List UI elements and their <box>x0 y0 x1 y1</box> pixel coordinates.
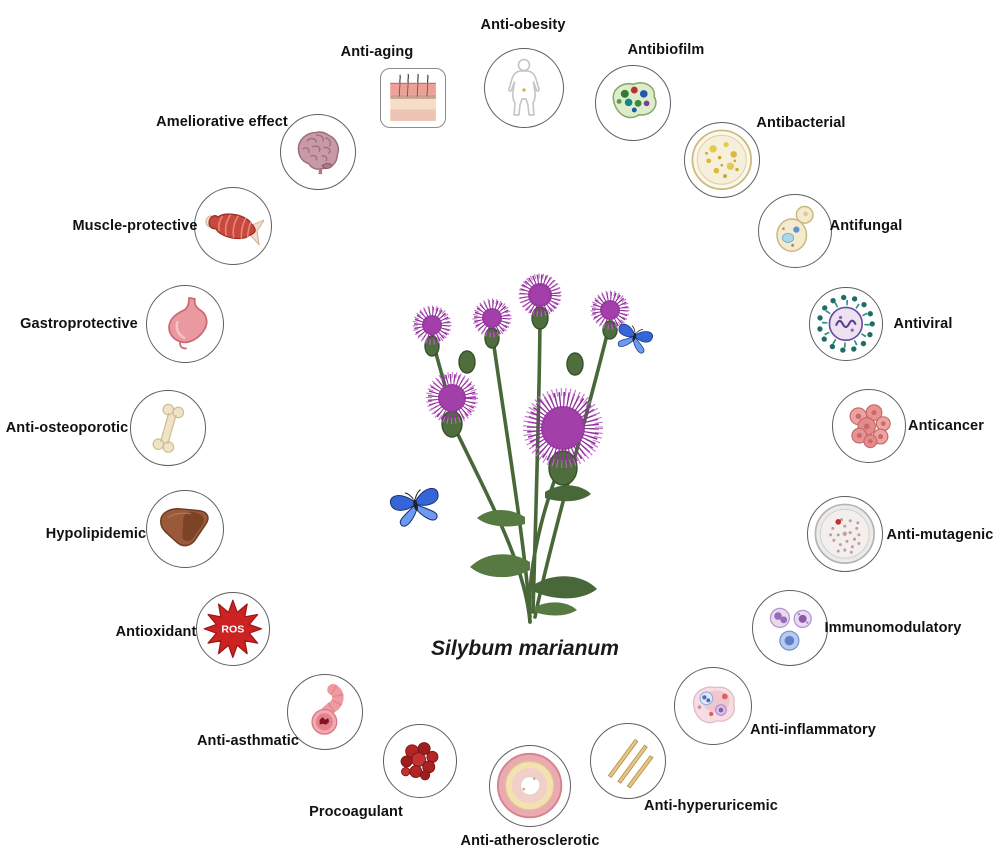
benefit-label-hypolipidemic: Hypolipidemic <box>45 526 147 542</box>
benefit-label-antibiofilm: Antibiofilm <box>627 42 705 58</box>
benefit-antioxidant: ROS <box>196 592 270 666</box>
skin-layers-icon <box>390 73 436 121</box>
benefit-antiviral <box>809 287 883 361</box>
benefit-anti-obesity <box>484 48 564 128</box>
benefit-immunomodulatory <box>752 590 828 666</box>
inflamed-tissue-icon <box>692 686 735 724</box>
ros-star-icon: ROS <box>203 599 263 659</box>
benefit-label-antioxidant: Antioxidant <box>115 624 197 640</box>
ros-text: ROS <box>222 624 245 636</box>
benefit-label-anti-mutagenic: Anti-mutagenic <box>886 527 994 543</box>
benefit-procoagulant <box>383 724 457 798</box>
plant-leaves <box>470 485 597 616</box>
benefit-antifungal <box>758 194 832 268</box>
virus-icon <box>816 294 876 354</box>
benefit-label-immunomodulatory: Immunomodulatory <box>824 620 962 636</box>
benefit-label-anti-inflammatory: Anti-inflammatory <box>750 722 876 738</box>
benefit-label-anti-obesity: Anti-obesity <box>480 17 566 33</box>
benefit-label-anti-hyperuricemic: Anti-hyperuricemic <box>644 798 778 814</box>
butterfly-icon <box>617 323 654 354</box>
page-title: Silybum marianum <box>431 637 619 660</box>
immune-cells-icon <box>769 607 812 651</box>
benefit-antibiofilm <box>595 65 671 141</box>
benefit-ameliorative-effect <box>280 114 356 190</box>
benefit-label-anti-asthmatic: Anti-asthmatic <box>196 733 300 749</box>
bone-icon <box>152 403 184 453</box>
benefit-anti-inflammatory <box>674 667 752 745</box>
benefit-gastroprotective <box>146 285 224 363</box>
benefit-anti-atherosclerotic <box>489 745 571 827</box>
benefit-muscle-protective <box>194 187 272 265</box>
benefit-label-procoagulant: Procoagulant <box>309 804 403 820</box>
cancer-cells-icon <box>849 404 892 449</box>
biofilm-icon <box>612 81 657 118</box>
benefit-label-anti-osteoporotic: Anti-osteoporotic <box>5 420 129 436</box>
blood-clot-icon <box>401 742 439 781</box>
benefit-label-antibacterial: Antibacterial <box>756 115 846 131</box>
benefit-anti-hyperuricemic <box>590 723 666 799</box>
benefit-label-ameliorative-effect: Ameliorative effect <box>156 114 288 130</box>
benefit-anti-aging <box>380 68 446 128</box>
petri-dish-bacteria-icon <box>691 129 753 191</box>
benefit-label-anticancer: Anticancer <box>908 418 984 434</box>
milk-thistle-illustration <box>389 273 654 624</box>
benefit-label-muscle-protective: Muscle-protective <box>72 218 198 234</box>
benefit-antibacterial <box>684 122 760 198</box>
benefit-anti-asthmatic <box>287 674 363 750</box>
benefit-label-anti-aging: Anti-aging <box>340 44 414 60</box>
benefit-anti-osteoporotic <box>130 390 206 466</box>
benefit-label-antifungal: Antifungal <box>829 218 903 234</box>
benefit-label-anti-atherosclerotic: Anti-atherosclerotic <box>460 833 600 849</box>
brain-icon <box>297 131 339 174</box>
benefit-anti-mutagenic <box>807 496 883 572</box>
artery-cross-section-icon <box>497 753 563 819</box>
benefit-hypolipidemic <box>146 490 224 568</box>
yeast-cell-icon <box>776 206 815 253</box>
muscle-icon <box>205 213 265 246</box>
butterfly-icon <box>389 488 439 527</box>
benefit-anticancer <box>832 389 906 463</box>
stomach-icon <box>168 296 208 350</box>
human-body-icon <box>508 58 540 116</box>
plant-stems <box>430 308 612 624</box>
liver-icon <box>159 507 209 547</box>
urate-crystals-icon <box>607 738 654 789</box>
bronchiole-icon <box>311 683 344 735</box>
benefit-label-gastroprotective: Gastroprotective <box>20 316 138 332</box>
thistle-flowers <box>412 273 630 468</box>
benefit-label-antiviral: Antiviral <box>893 316 953 332</box>
mutagen-dish-icon <box>814 503 876 565</box>
